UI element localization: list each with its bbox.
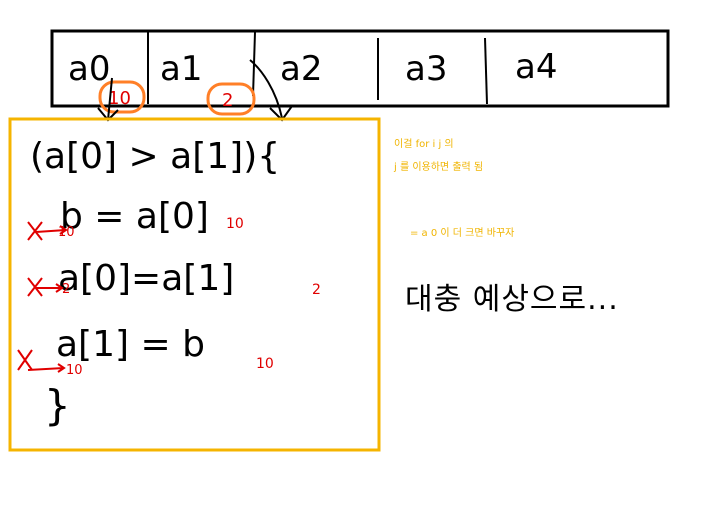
note-swap: = a 0 이 더 크면 바꾸자 xyxy=(410,228,515,239)
big-note-guess: 대충 예상으로... xyxy=(405,282,619,317)
note-for-ij-line2: j 를 이용하면 출력 됨 xyxy=(394,162,484,173)
red-value-line3-right: 10 xyxy=(256,356,274,372)
code-condition: (a[0] > a[1]){ xyxy=(30,136,280,177)
red-cross-2 xyxy=(27,277,64,297)
orange-circle-2 xyxy=(206,82,256,116)
orange-circle-1 xyxy=(98,80,146,114)
code-box xyxy=(8,117,381,452)
array-divider-4 xyxy=(484,37,488,105)
red-cross-3 xyxy=(17,349,66,373)
array-diagram: a0 a1 a2 a3 a4 xyxy=(50,29,670,108)
red-value-line3-left: 10 xyxy=(66,363,83,378)
array-cell-a0: a0 xyxy=(68,49,110,89)
orange-annotations: 10 2 xyxy=(98,80,256,116)
red-value-line1-left: 10 xyxy=(58,225,75,240)
code-lines: (a[0] > a[1]){ b = a[0] a[0]=a[1] a[1] =… xyxy=(30,136,280,430)
red-value-line1-right: 10 xyxy=(226,216,244,232)
array-cell-a1: a1 xyxy=(160,49,202,89)
note-for-ij-line1: 이걸 for i j 의 xyxy=(394,139,454,150)
code-line-2: a[0]=a[1] xyxy=(58,258,234,299)
array-box xyxy=(50,29,670,108)
red-value-line2-left: 2 xyxy=(62,282,70,297)
array-cell-a2: a2 xyxy=(280,49,322,89)
code-line-1: b = a[0] xyxy=(60,196,209,237)
red-cross-1 xyxy=(27,221,68,241)
orange-value-1: 10 xyxy=(108,88,131,109)
array-cell-a4: a4 xyxy=(515,47,557,87)
array-cell-a3: a3 xyxy=(405,49,447,89)
red-marks xyxy=(17,221,68,373)
red-value-line2-right: 2 xyxy=(312,282,321,298)
code-line-3: a[1] = b xyxy=(56,324,205,365)
code-close-brace: } xyxy=(44,381,71,430)
orange-value-2: 2 xyxy=(222,90,233,111)
red-values: 10 10 2 2 10 10 xyxy=(58,216,321,378)
